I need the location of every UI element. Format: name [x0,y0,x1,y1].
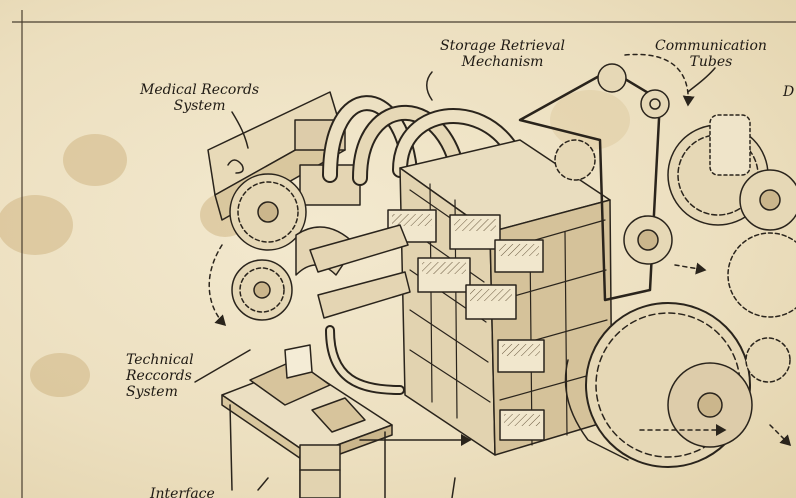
label-communication-tubes-line1: Communication [655,38,767,54]
flow-arrows [208,53,792,447]
upper-right-gears [667,114,796,318]
belt-drive [518,63,673,302]
label-medical-records-line1: Medical Records [140,82,260,98]
label-storage-retrieval: Storage Retrieval Mechanism [440,38,565,70]
label-storage-retrieval-line2: Mechanism [461,54,544,70]
label-technical-records-line3: System [126,384,178,400]
label-technical-records: Technical Reccords System [126,352,194,400]
label-medical-records: Medical Records System [140,82,259,114]
label-communication-tubes-line2: Tubes [689,54,733,70]
label-right-edge-partial: D [783,84,795,100]
label-communication-tubes: Communication Tubes [655,38,767,70]
label-interface-partial: Interface [150,486,215,498]
label-technical-records-line1: Technical [126,352,194,368]
desk [221,344,393,498]
chutes [309,224,411,395]
large-gear [564,302,791,468]
label-medical-records-line2: System [173,98,226,114]
label-storage-retrieval-line1: Storage Retrieval [440,38,566,54]
leader-lines [194,67,716,498]
page-border [12,10,796,498]
label-technical-records-line2: Reccords [126,368,192,384]
filing-cabinet [387,139,613,456]
